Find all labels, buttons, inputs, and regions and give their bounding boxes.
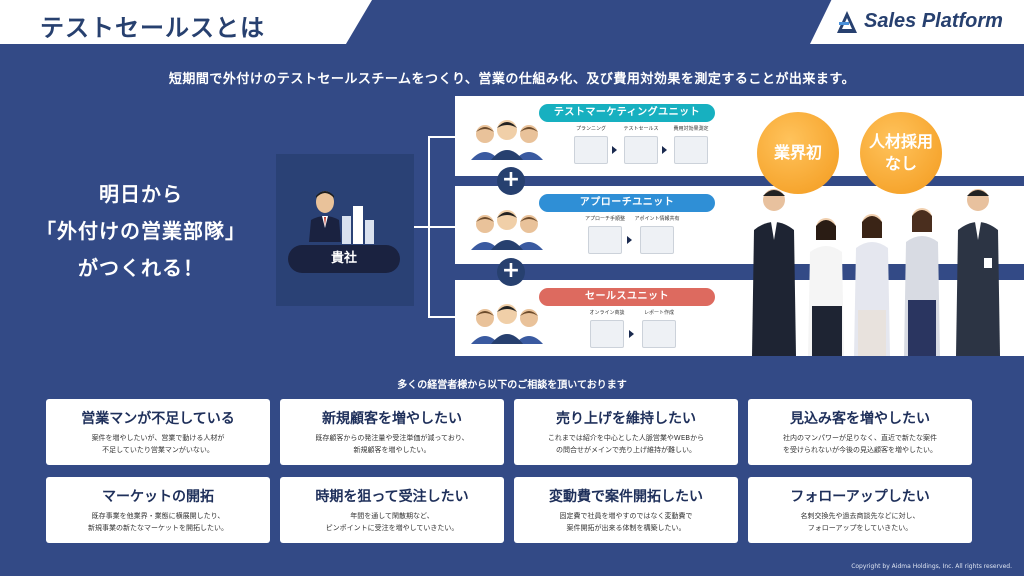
unit-pill: アプローチユニット <box>539 194 715 212</box>
card-title: マーケットの開拓 <box>102 489 214 505</box>
consult-card: マーケットの開拓 既存事業を他業界・業態に横展開したり、 新規事業の新たなマーケ… <box>46 477 270 543</box>
headline-line: がつくれる！ <box>78 256 204 280</box>
badge-line: なし <box>884 154 917 173</box>
card-title: 見込み客を増やしたい <box>790 411 930 427</box>
plus-icon: + <box>497 167 525 195</box>
arrow-right-icon <box>629 330 634 338</box>
business-person-icon <box>309 191 341 242</box>
unit-pill: セールスユニット <box>539 288 715 306</box>
card-desc: 案件を増やしたいが、営業で動ける人材が 不足していたり営業マンがいない。 <box>50 432 266 456</box>
card-desc: 既存顧客からの発注量や受注単価が減っており、 新規顧客を増やしたい。 <box>284 432 500 456</box>
report-icon <box>642 320 676 348</box>
building-icon <box>342 206 374 244</box>
title-banner <box>0 0 372 44</box>
headline-line: 明日から <box>99 182 183 206</box>
card-desc: 年間を通して閑散期など、 ピンポイントに受注を増やしていきたい。 <box>284 510 500 534</box>
copyright: Copyright by Aidma Holdings, Inc. All ri… <box>851 563 1012 570</box>
unit-step-label: アプローチ手順整 <box>584 216 625 222</box>
card-title: 売り上げを維持したい <box>556 411 696 427</box>
person-figure <box>904 208 940 356</box>
card-desc: 名刺交換先や過去商談先などに対し、 フォローアップをしていきたい。 <box>752 510 968 534</box>
unit-step-label: レポート作成 <box>643 310 674 316</box>
badge-line: 人材採用 <box>868 132 933 151</box>
consult-card: 見込み客を増やしたい 社内のマンパワーが足りなく、直近で新たな案件 を受けられな… <box>748 399 972 465</box>
unit-test-marketing: テストマーケティングユニット プランニング テストセールス 費用対効果測定 <box>455 96 745 176</box>
unit-separator <box>455 176 1024 186</box>
consult-card: 時期を狙って受注したい 年間を通して閑散期など、 ピンポイントに受注を増やしてい… <box>280 477 504 543</box>
card-desc-line: これまでは紹介を中心とした人脈営業やWEBから <box>547 434 705 442</box>
plus-icon: + <box>497 258 525 286</box>
bar-chart-icon <box>674 136 708 164</box>
card-desc-line: 社内のマンパワーが足りなく、直近で新たな案件 <box>783 434 937 442</box>
staff-photo <box>752 189 1000 356</box>
card-desc-line: 新規顧客を増やしたい。 <box>353 446 431 454</box>
card-title: フォローアップしたい <box>790 489 930 505</box>
logo-banner: Sales Platform <box>810 0 1024 44</box>
connector-horizontal <box>414 226 456 228</box>
unit-approach: アプローチユニット アプローチ手順整 アポイント情報共有 <box>455 186 745 266</box>
company-label: 貴社 <box>288 245 400 273</box>
team-icon <box>471 210 543 250</box>
unit-pill: テストマーケティングユニット <box>539 104 715 122</box>
consult-heading: 多くの経営者様から以下のご相談を頂いております <box>397 380 627 391</box>
card-title: 新規顧客を増やしたい <box>322 411 462 427</box>
headline-line: 「外付けの営業部隊」 <box>36 219 246 243</box>
person-figure <box>854 214 890 356</box>
unit-step-label: プランニング <box>575 126 606 132</box>
person-figure <box>752 189 796 356</box>
planning-doc-icon <box>574 136 608 164</box>
card-desc-line: 年間を通して閑散期など、 <box>350 512 434 520</box>
consult-card: 営業マンが不足している 案件を増やしたいが、営業で動ける人材が 不足していたり営… <box>46 399 270 465</box>
card-desc-line: ピンポイントに受注を増やしていきたい。 <box>325 524 459 532</box>
card-desc-line: 不足していたり営業マンがいない。 <box>102 446 214 454</box>
card-desc-line: を受けられないが今後の見込顧客を増やしたい。 <box>783 446 937 454</box>
card-desc-line: 案件を増やしたいが、営業で動ける人材が <box>91 434 225 442</box>
card-desc-line: 固定費で社員を増やすのではなく変動費で <box>559 512 693 520</box>
person-figure <box>808 218 844 356</box>
card-title: 時期を狙って受注したい <box>315 489 469 505</box>
consult-card: フォローアップしたい 名刺交換先や過去商談先などに対し、 フォローアップをしてい… <box>748 477 972 543</box>
person-figure <box>956 189 1000 356</box>
online-meeting-icon <box>590 320 624 348</box>
card-desc-line: 名刺交換先や過去商談先などに対し、 <box>800 512 920 520</box>
card-desc: 固定費で社員を増やすのではなく変動費で 案件開拓が出来る体制を構築したい。 <box>518 510 734 534</box>
team-icon <box>471 120 543 160</box>
consult-card: 売り上げを維持したい これまでは紹介を中心とした人脈営業やWEBから の問合せが… <box>514 399 738 465</box>
subtitle: 短期間で外付けのテストセールスチームをつくり、営業の仕組み化、及び費用対効果を測… <box>168 72 856 87</box>
unit-step-label: テストセールス <box>623 126 659 132</box>
consult-card: 変動費で案件開拓したい 固定費で社員を増やすのではなく変動費で 案件開拓が出来る… <box>514 477 738 543</box>
card-desc-line: の問合せがメインで売り上げ維持が難しい。 <box>556 446 696 454</box>
unit-sales: セールスユニット オンライン商談 レポート作成 <box>455 280 745 360</box>
unit-step-label: 費用対効果測定 <box>673 126 709 132</box>
consult-card: 新規顧客を増やしたい 既存顧客からの発注量や受注単価が減っており、 新規顧客を増… <box>280 399 504 465</box>
card-desc: 既存事業を他業界・業態に横展開したり、 新規事業の新たなマーケットを開拓したい。 <box>50 510 266 534</box>
arrow-right-icon <box>662 146 667 154</box>
card-desc-line: 既存顧客からの発注量や受注単価が減っており、 <box>315 434 469 442</box>
card-desc-line: 新規事業の新たなマーケットを開拓したい。 <box>88 524 228 532</box>
phone-call-icon <box>588 226 622 254</box>
arrow-right-icon <box>627 236 632 244</box>
arrow-right-icon <box>612 146 617 154</box>
card-title: 変動費で案件開拓したい <box>549 489 703 505</box>
headline: 明日から 「外付けの営業部隊」 がつくれる！ <box>16 176 266 287</box>
logo-text: Sales Platform <box>864 10 1003 32</box>
badge-industry-first: 業界初 <box>757 112 839 194</box>
card-desc: これまでは紹介を中心とした人脈営業やWEBから の問合せがメインで売り上げ維持が… <box>518 432 734 456</box>
card-desc-line: 案件開拓が出来る体制を構築したい。 <box>566 524 686 532</box>
unit-step-label: アポイント情報共有 <box>634 216 680 222</box>
page-title: テストセールスとは <box>40 14 265 42</box>
card-desc: 社内のマンパワーが足りなく、直近で新たな案件 を受けられないが今後の見込顧客を増… <box>752 432 968 456</box>
logo-mark-icon <box>837 11 857 33</box>
badge-line: 業界初 <box>773 143 822 162</box>
card-desc-line: フォローアップをしていきたい。 <box>807 524 913 532</box>
card-title: 営業マンが不足している <box>81 411 235 427</box>
test-sales-icon <box>624 136 658 164</box>
card-desc-line: 既存事業を他業界・業態に横展開したり、 <box>91 512 225 520</box>
badge-no-hiring: 人材採用 なし <box>860 112 942 194</box>
calendar-icon <box>640 226 674 254</box>
team-icon <box>471 304 543 344</box>
unit-step-label: オンライン商談 <box>589 310 625 316</box>
